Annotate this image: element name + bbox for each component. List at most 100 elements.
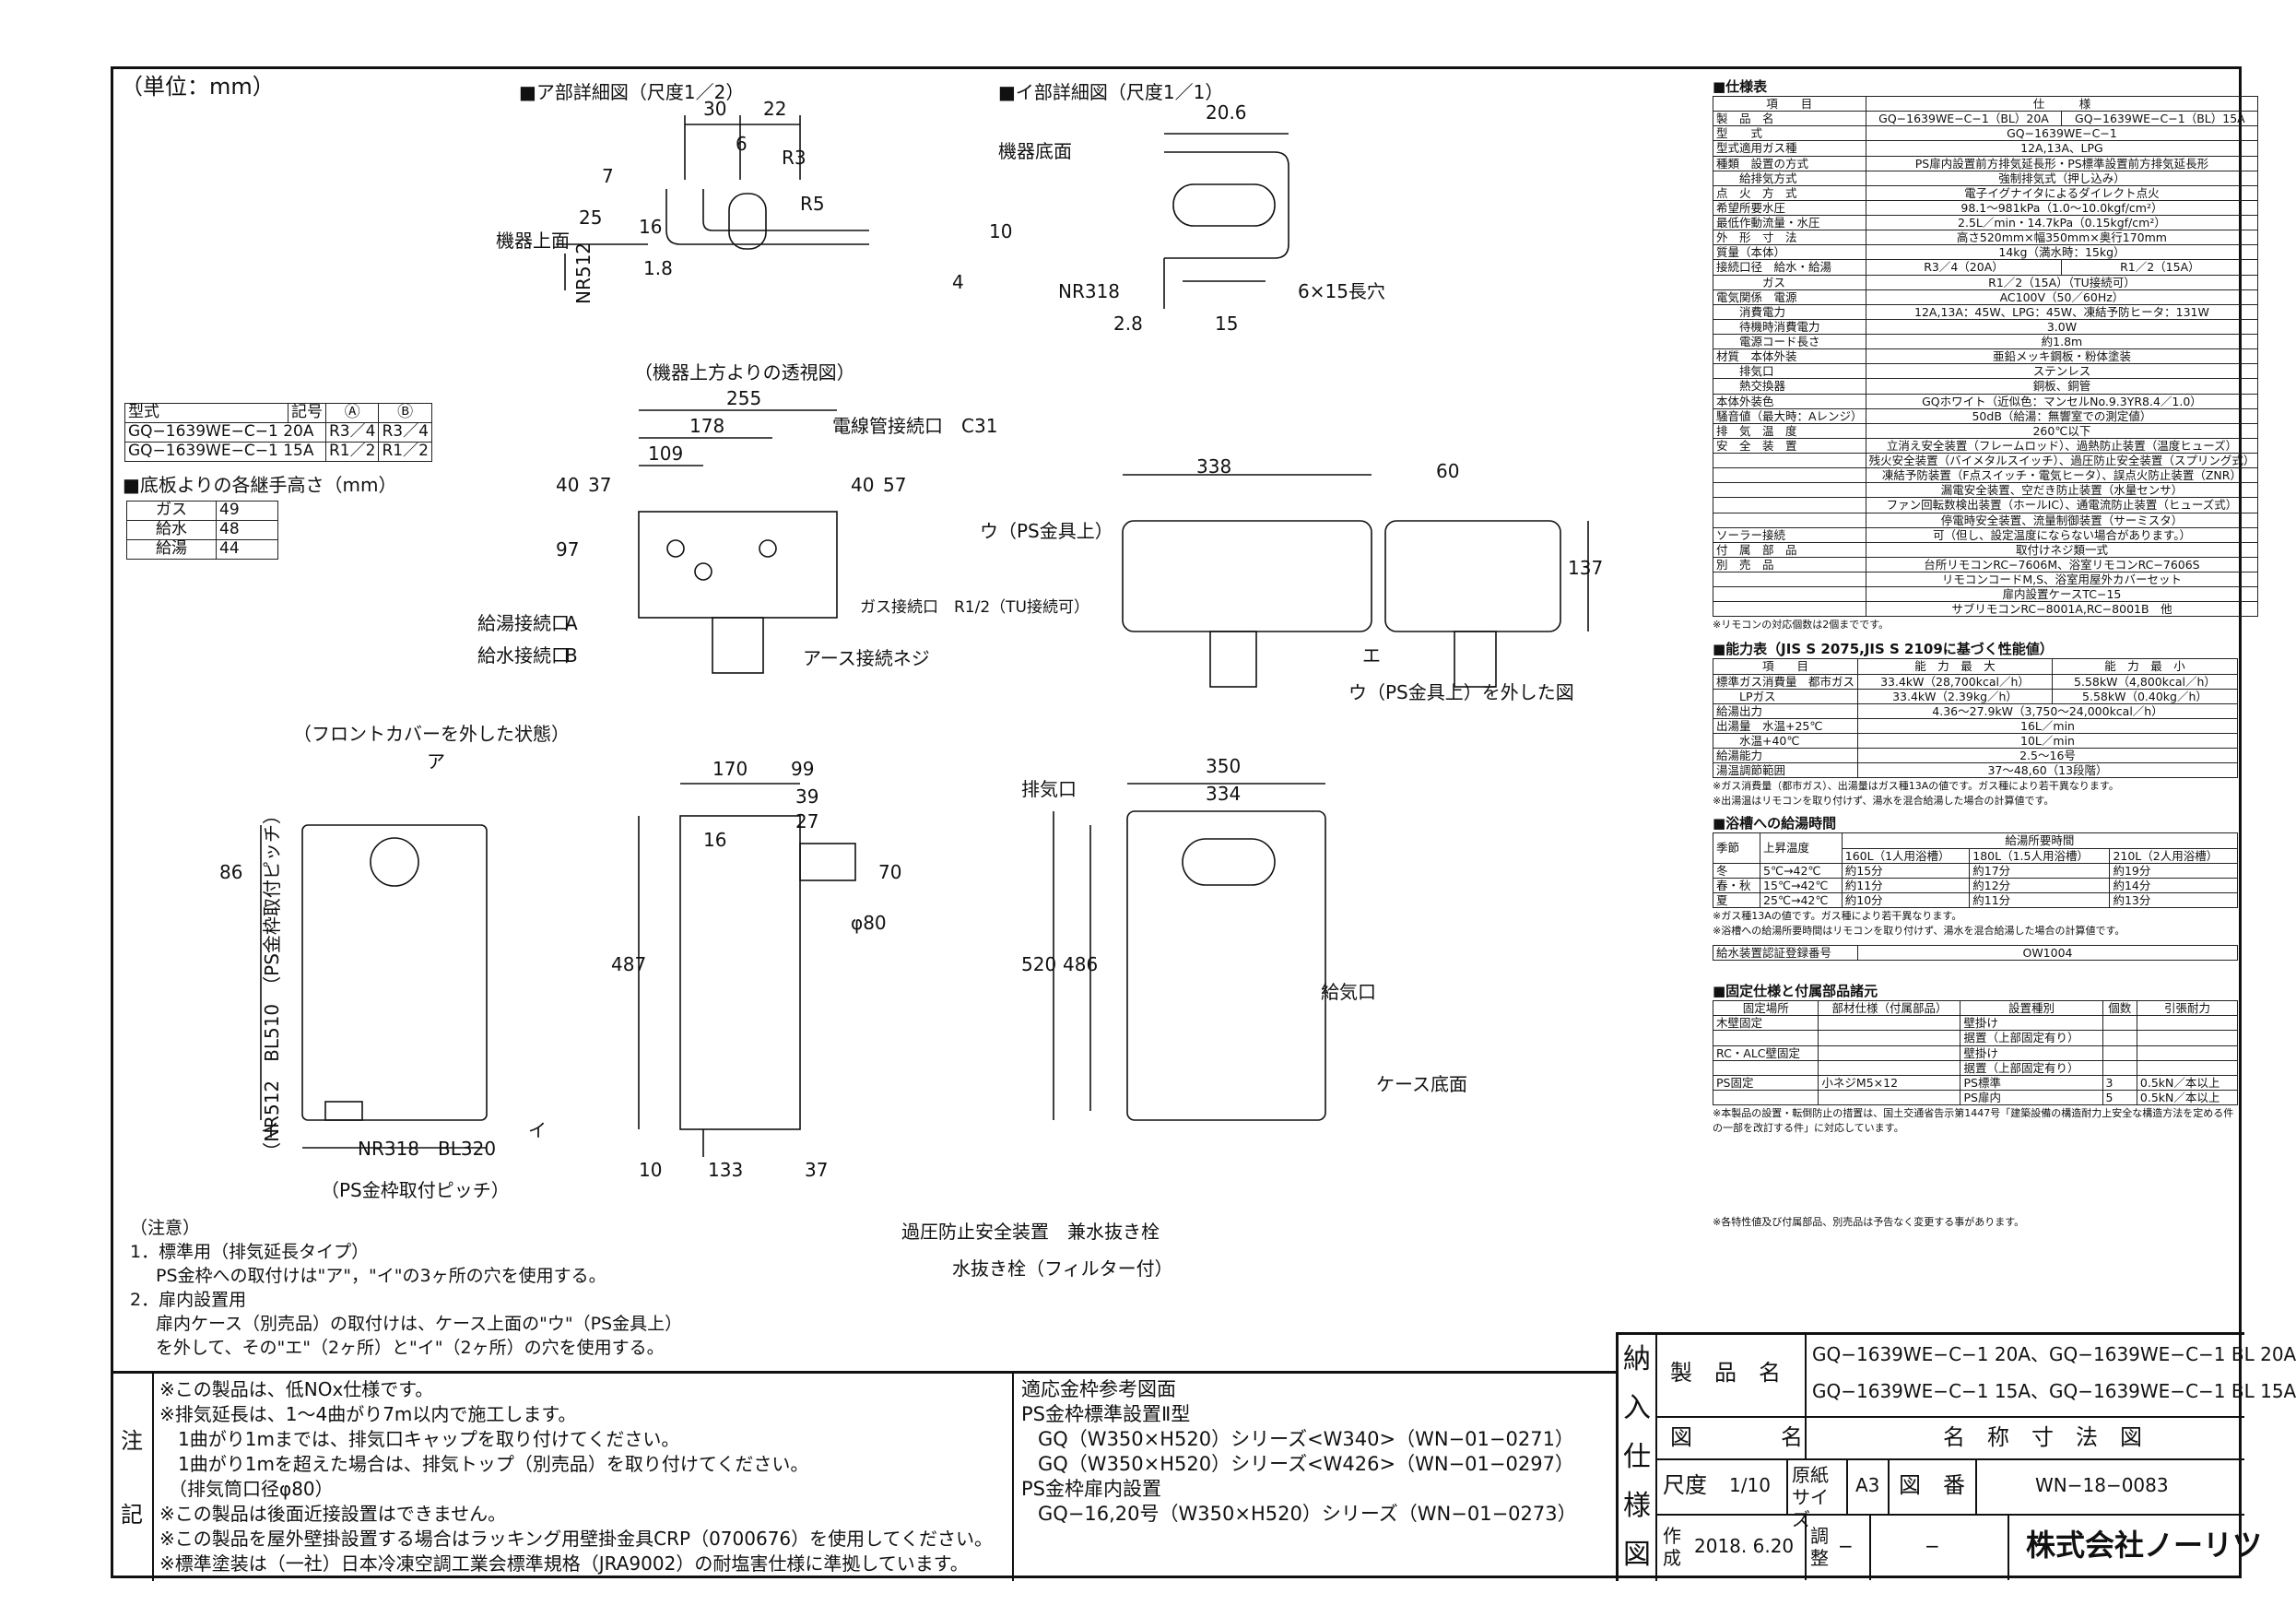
dim-37: 37: [588, 474, 612, 496]
bath-note-2: ※浴槽への給湯所要時間はリモコンを取り付けず、湯水を混合給湯した場合の計算値です…: [1713, 925, 2125, 937]
capacity-cell: 10L／min: [1857, 732, 2238, 749]
spec-cell: 接続口径 給水・給湯: [1713, 259, 1866, 276]
dim-1-8: 1.8: [643, 257, 673, 279]
spec-row: サブリモコンRC−8001A,RC−8001B 他: [1713, 601, 2259, 618]
bath-r1-c0: 春・秋: [1712, 877, 1761, 893]
model-row-0-name: GQ−1639WE−C−1 20A: [124, 421, 326, 443]
spec-cell: 強制排気式（押し込み）: [1865, 170, 2259, 186]
bottom-note-5: （排気筒口径φ80）: [159, 1478, 334, 1500]
fixing-cell: 壁掛け: [1960, 1045, 2103, 1061]
fixing-th-2: 設置種別: [1960, 1000, 2103, 1017]
spec-cell: 立消え安全装置（フレームロッド）、過熱防止装置（温度ヒューズ）: [1865, 437, 2259, 454]
capacity-note-1: ※ガス消費量（都市ガス）、出湯量はガス種13Aの値です。ガス種により若干異なりま…: [1713, 780, 2119, 793]
label-a-mark: ア: [427, 750, 445, 773]
notes-left-line-5: を外して、その"エ"（2ヶ所）と"イ"（2ヶ所）の穴を使用する。: [156, 1338, 665, 1358]
spec-title: ■仕様表: [1713, 78, 1768, 95]
spec-cell: 別 売 品: [1713, 556, 1866, 573]
detail-a-title: ■ア部詳細図（尺度1／2）: [519, 81, 745, 103]
fixing-title: ■固定仕様と付属部品諸元: [1713, 983, 1878, 1000]
capacity-cell: 出湯量 水温+25℃: [1712, 717, 1859, 735]
side-char-2: 入: [1623, 1392, 1651, 1424]
spec-cell: 付 属 部 品: [1713, 541, 1866, 558]
label-nr318: NR318: [1058, 280, 1121, 302]
bottom-notes-block: 注 記 ※この製品は、低NOx仕様です。 ※排気延長は、1〜4曲がり7m以内で施…: [113, 1371, 1616, 1581]
fixing-cell: 据置（上部固定有り）: [1960, 1030, 2103, 1046]
spec-cell: 12A,13A：45W、LPG：45W、凍結予防ヒータ：131W: [1865, 303, 2259, 320]
model-th-0: 型式: [124, 403, 288, 423]
spec-cell: 約1.8m: [1865, 333, 2259, 350]
bath-r2-c1: 25℃→42℃: [1760, 891, 1843, 909]
capacity-th-2: 能 力 最 小: [2051, 658, 2239, 675]
notes-left-title: （注意）: [130, 1218, 201, 1238]
bottom-note-1: ※この製品は、低NOx仕様です。: [159, 1378, 434, 1400]
label-i-mark-right: イ: [528, 1119, 547, 1141]
label-chu: 注: [121, 1428, 143, 1454]
front-view-title: （フロントカバーを外した状態）: [293, 723, 570, 745]
spec-row: 質量（本体）14kg（満水時：15kg）: [1713, 244, 2259, 261]
fixing-cell: [2102, 1045, 2137, 1061]
dim-10: 10: [989, 220, 1013, 242]
bath-r0-c3: 約17分: [1969, 862, 2111, 879]
spec-row: 騒音値（最大時：Aレンジ）50dB（給湯：無響室での測定値）: [1713, 407, 2259, 424]
bath-note-1: ※ガス種13Aの値です。ガス種により若干異なります。: [1713, 910, 1962, 922]
scale-value: 1/10: [1729, 1474, 1771, 1496]
detail-i-drawing: [1163, 133, 1289, 309]
spec-row: 別 売 品台所リモコンRC−7606M、浴室リモコンRC−7606S: [1713, 556, 2259, 573]
fixing-cell: PS標準: [1960, 1074, 2103, 1091]
spec-cell: ファン回転数検出装置（ホールIC）、通電流防止装置（ヒューズ式）: [1865, 497, 2259, 513]
bath-th-temp: 上昇温度: [1760, 832, 1843, 864]
frame-ref-4: GQ（W350×H520）シリーズ<W426>（WN−01−0297）: [1038, 1453, 1574, 1475]
spec-row: リモコンコードM,S、浴室用屋外カバーセット: [1713, 571, 2259, 588]
capacity-th-1: 能 力 最 大: [1857, 658, 2053, 675]
dim-97: 97: [556, 538, 580, 561]
capacity-cell: 33.4kW（2.39kg／h）: [1857, 688, 2053, 704]
bath-th-210: 210L（2人用浴槽）: [2109, 847, 2238, 864]
dim-137: 137: [1568, 557, 1604, 579]
fixing-cell: [1712, 1089, 1819, 1106]
label-intake: 給気口: [1321, 981, 1376, 1003]
label-ps-pitch-horizontal: （PS金枠取付ピッチ）: [321, 1179, 510, 1201]
label-u-ps: ウ（PS金具上）: [980, 520, 1113, 542]
spec-cell: 14kg（満水時：15kg）: [1865, 244, 2259, 261]
spec-cell: [1713, 586, 1866, 603]
height-hot-value: 44: [216, 538, 278, 560]
title-block: 納 入 仕 様 図 製 品 名 GQ−1639WE−C−1 20A、GQ−163…: [1616, 1332, 2296, 1581]
fixing-cell: [1712, 1030, 1819, 1046]
label-hot-port: 給湯接続口: [477, 612, 570, 634]
top-view-drawing: [638, 409, 838, 674]
fixing-cell: PS固定: [1712, 1074, 1819, 1091]
frame-refs: 適応金枠参考図面 PS金枠標準設置Ⅱ型 GQ（W350×H520）シリーズ<W3…: [1012, 1374, 1616, 1581]
bath-r0-c2: 約15分: [1841, 862, 1971, 879]
label-slot: 6×15長穴: [1298, 280, 1385, 302]
capacity-cell: 16L／min: [1857, 717, 2238, 735]
frame-ref-2: PS金枠標準設置Ⅱ型: [1021, 1403, 1191, 1425]
dim-109: 109: [648, 443, 684, 465]
capacity-cell: 4.36〜27.9kW（3,750〜24,000kcal／h）: [1857, 702, 2238, 719]
spec-cell: 停電時安全装置、流量制御装置（サーミスタ）: [1865, 512, 2259, 528]
spec-cell: リモコンコードM,S、浴室用屋外カバーセット: [1865, 571, 2259, 588]
spec-th-0: 項 目: [1713, 95, 1866, 112]
fixing-cell: 5: [2102, 1089, 2137, 1106]
fixing-th-3: 個数: [2102, 1000, 2137, 1017]
dim-7: 7: [602, 165, 614, 187]
fixing-cell: 壁掛け: [1960, 1015, 2103, 1032]
dim-r5: R5: [800, 193, 825, 215]
bath-title: ■浴槽への給湯時間: [1713, 815, 1837, 832]
bottom-note-4: 1曲がり1mを超えた場合は、排気トップ（別売品）を取り付けてください。: [159, 1453, 809, 1475]
side-view-drawing: [638, 783, 856, 1157]
fixing-cell: [2136, 1015, 2239, 1032]
spec-cell: 亜鉛メッキ鋼板・粉体塗装: [1865, 348, 2259, 365]
spec-row: 漏電安全装置、空だき防止装置（水量センサ）: [1713, 482, 2259, 499]
dim-70: 70: [878, 861, 902, 883]
spec-cell: 種類 設置の方式: [1713, 155, 1866, 171]
model-th-2: Ⓐ: [324, 403, 380, 423]
capacity-th-0: 項 目: [1712, 658, 1859, 675]
bath-r1-c3: 約12分: [1969, 877, 2111, 893]
